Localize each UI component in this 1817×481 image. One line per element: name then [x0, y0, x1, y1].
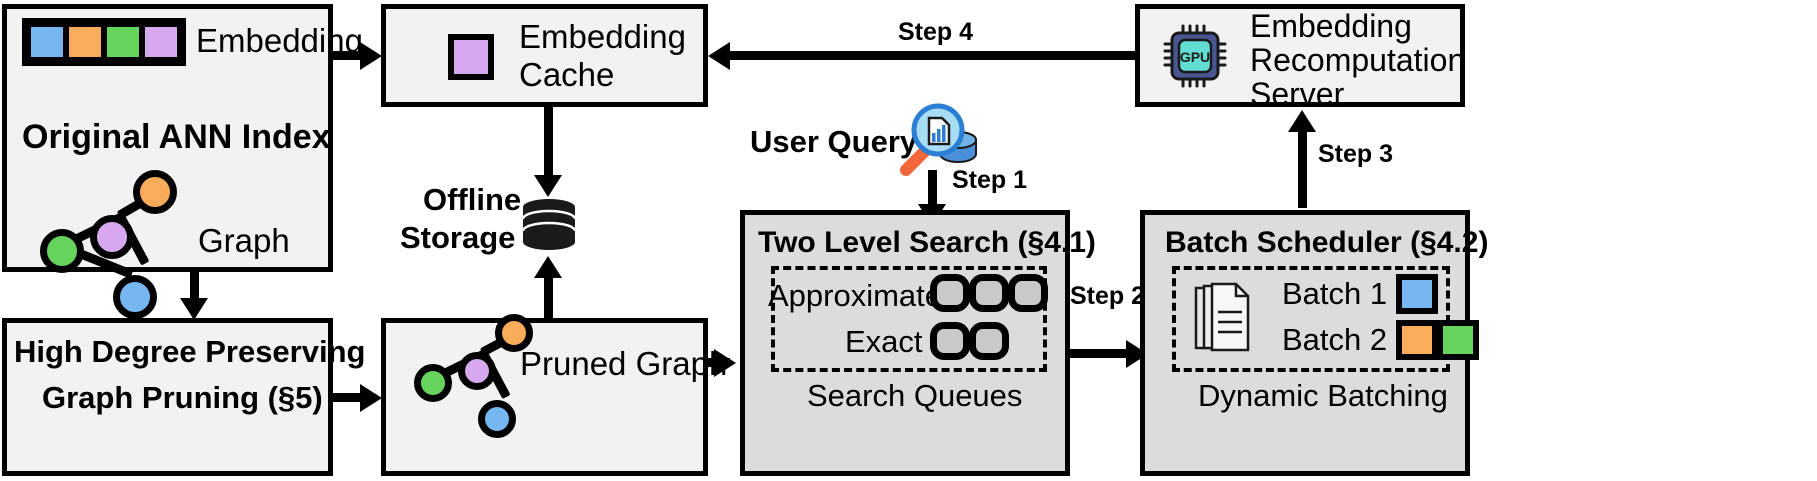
- graph-node-blue: [113, 275, 157, 319]
- batch-scheduler-title: Batch Scheduler (§4.2): [1165, 226, 1489, 259]
- original-ann-index-title: Original ANN Index: [22, 118, 331, 156]
- arrow-cache-to-storage: [544, 107, 553, 177]
- embedding-swatch-purple: [142, 24, 180, 60]
- arrowhead-left: [708, 42, 730, 70]
- embedding-cache-line1: Embedding: [519, 18, 686, 55]
- embedding-swatch-orange: [66, 24, 104, 60]
- batch-1-label: Batch 1: [1282, 276, 1388, 311]
- exact-queue-slot[interactable]: [969, 322, 1009, 360]
- arrowhead-right: [360, 42, 382, 70]
- embedding-swatch-green: [104, 24, 142, 60]
- graph-pruning-line1: High Degree Preserving: [14, 334, 366, 369]
- graph-node-purple: [458, 352, 496, 390]
- graph-node-orange: [495, 314, 533, 352]
- pruned-graph-box: [381, 318, 708, 476]
- magnifier-document-database-icon: [900, 100, 980, 176]
- embedding-cache-line2: Cache: [519, 56, 615, 93]
- graph-label: Graph: [198, 222, 290, 259]
- embedding-swatch-strip: [22, 18, 186, 66]
- database-cylinder-icon: [521, 198, 577, 252]
- arrow-index-to-pruning: [190, 272, 199, 300]
- exact-label: Exact: [845, 324, 923, 359]
- embedding-cache-box: [381, 4, 708, 107]
- arrowhead-down: [534, 175, 562, 197]
- batch-2-label: Batch 2: [1282, 322, 1388, 357]
- gpu-chip-icon: GPU: [1163, 24, 1227, 88]
- svg-text:GPU: GPU: [1180, 49, 1210, 65]
- batch-1-swatch-blue: [1396, 274, 1438, 314]
- search-queues-dashed-region: [771, 266, 1047, 372]
- dynamic-batching-footer: Dynamic Batching: [1198, 378, 1448, 413]
- recomputation-server-line3: Server: [1250, 76, 1345, 112]
- step4-label: Step 4: [898, 18, 974, 46]
- documents-stack-icon: [1192, 282, 1254, 358]
- recomputation-server-line1: Embedding: [1250, 8, 1412, 44]
- arrow-step4: [730, 51, 1135, 60]
- graph-node-green: [40, 229, 84, 273]
- arrowhead-down: [180, 298, 208, 320]
- approximate-queue-slot[interactable]: [930, 274, 970, 312]
- graph-node-purple: [90, 215, 134, 259]
- graph-node-green: [414, 364, 452, 402]
- offline-storage-line2: Storage: [400, 220, 516, 255]
- graph-node-blue: [478, 400, 516, 438]
- arrow-pruning-to-pruned: [333, 393, 363, 402]
- offline-storage-line1: Offline: [423, 182, 522, 217]
- graph-pruning-box: [2, 318, 333, 476]
- pruned-graph-label: Pruned Graph: [520, 345, 728, 382]
- approximate-label: Approximate: [768, 278, 943, 313]
- arrow-step2: [1070, 349, 1136, 358]
- search-queues-footer: Search Queues: [807, 378, 1023, 413]
- arrow-index-to-cache: [333, 51, 363, 60]
- arrowhead-right: [714, 349, 736, 377]
- exact-queue-slot[interactable]: [930, 322, 970, 360]
- batch-2-swatch-green: [1437, 320, 1479, 360]
- arrow-step1: [928, 170, 937, 208]
- embedding-cache-swatch-icon: [448, 34, 494, 80]
- two-level-search-box: [740, 210, 1070, 476]
- approximate-queue-slot[interactable]: [1008, 274, 1048, 312]
- recomputation-server-line2: Recomputation: [1250, 42, 1466, 78]
- original-index-graph: [35, 165, 205, 319]
- graph-node-orange: [133, 170, 177, 214]
- arrow-pruned-to-storage: [544, 278, 553, 322]
- arrowhead-up: [1288, 110, 1316, 132]
- arrow-step3: [1298, 130, 1307, 208]
- dynamic-batching-dashed-region: [1172, 266, 1450, 372]
- embedding-swatch-blue: [28, 24, 66, 60]
- user-query-label: User Query: [750, 124, 918, 159]
- pruned-graph-graph: [410, 312, 540, 438]
- step1-label: Step 1: [952, 166, 1028, 194]
- step3-label: Step 3: [1318, 140, 1394, 168]
- two-level-search-title: Two Level Search (§4.1): [758, 226, 1096, 259]
- approximate-queue-slot[interactable]: [969, 274, 1009, 312]
- step2-label: Step 2: [1070, 282, 1146, 310]
- batch-2-swatch-orange: [1396, 320, 1438, 360]
- graph-pruning-line2: Graph Pruning (§5): [42, 380, 323, 415]
- arrowhead-right: [360, 384, 382, 412]
- arrowhead-up: [534, 256, 562, 278]
